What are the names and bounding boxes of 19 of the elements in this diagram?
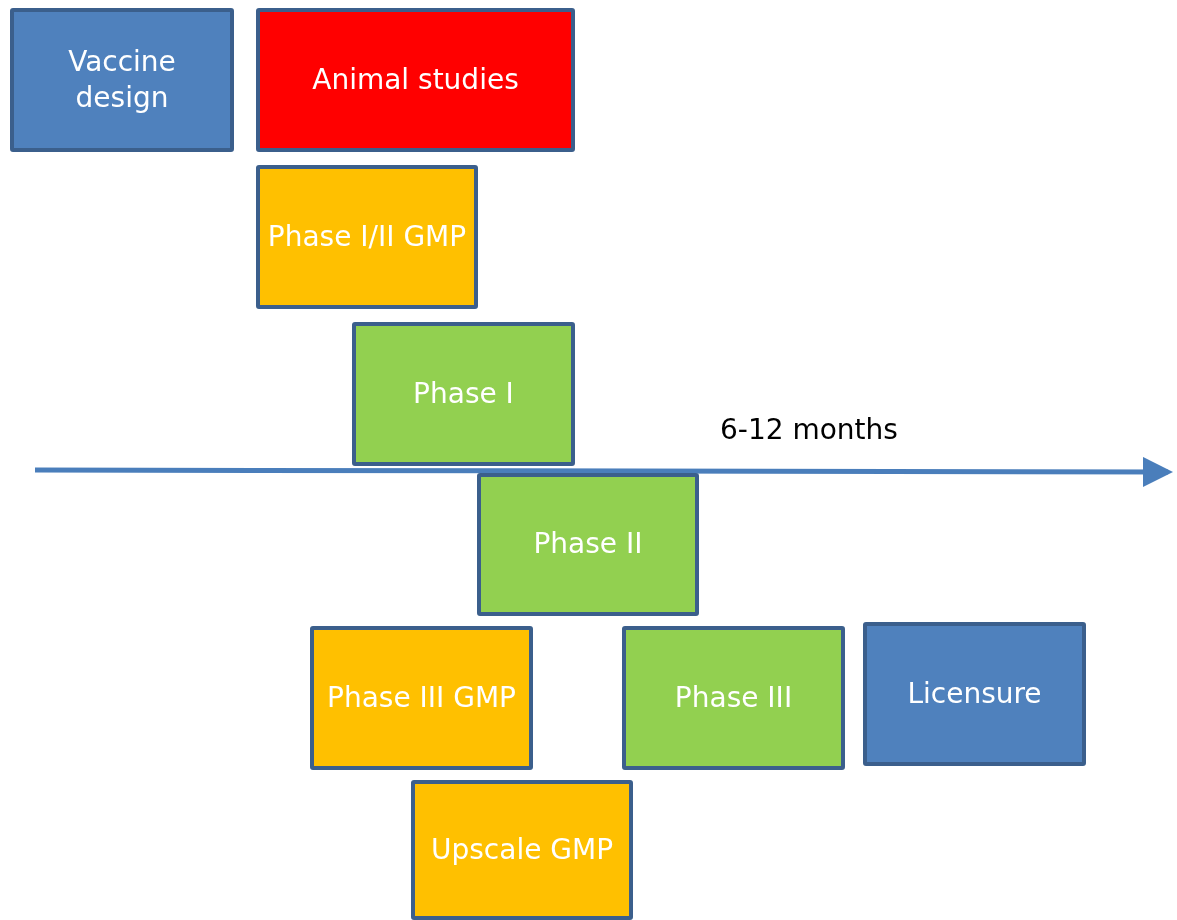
- box-label: Phase II: [533, 526, 643, 563]
- box-label: Phase III GMP: [327, 679, 516, 716]
- box-label: Phase I/II GMP: [267, 218, 467, 255]
- box-label: Licensure: [907, 675, 1042, 712]
- process-box: [863, 622, 1086, 766]
- process-box: [10, 8, 234, 152]
- process-box: [256, 165, 478, 309]
- process-box: [622, 626, 845, 770]
- process-box: [256, 8, 575, 152]
- box-label: Animal studies: [312, 61, 519, 98]
- box-label: Phase III: [674, 679, 793, 716]
- process-box: [477, 473, 699, 616]
- box-label: Phase I: [413, 375, 514, 412]
- process-box: [310, 626, 533, 770]
- box-label: Upscale GMP: [430, 831, 614, 868]
- box-label: Vaccine design: [67, 43, 177, 116]
- process-box: [411, 780, 633, 920]
- process-box: [352, 322, 575, 466]
- duration-label: 6-12 months: [720, 413, 898, 446]
